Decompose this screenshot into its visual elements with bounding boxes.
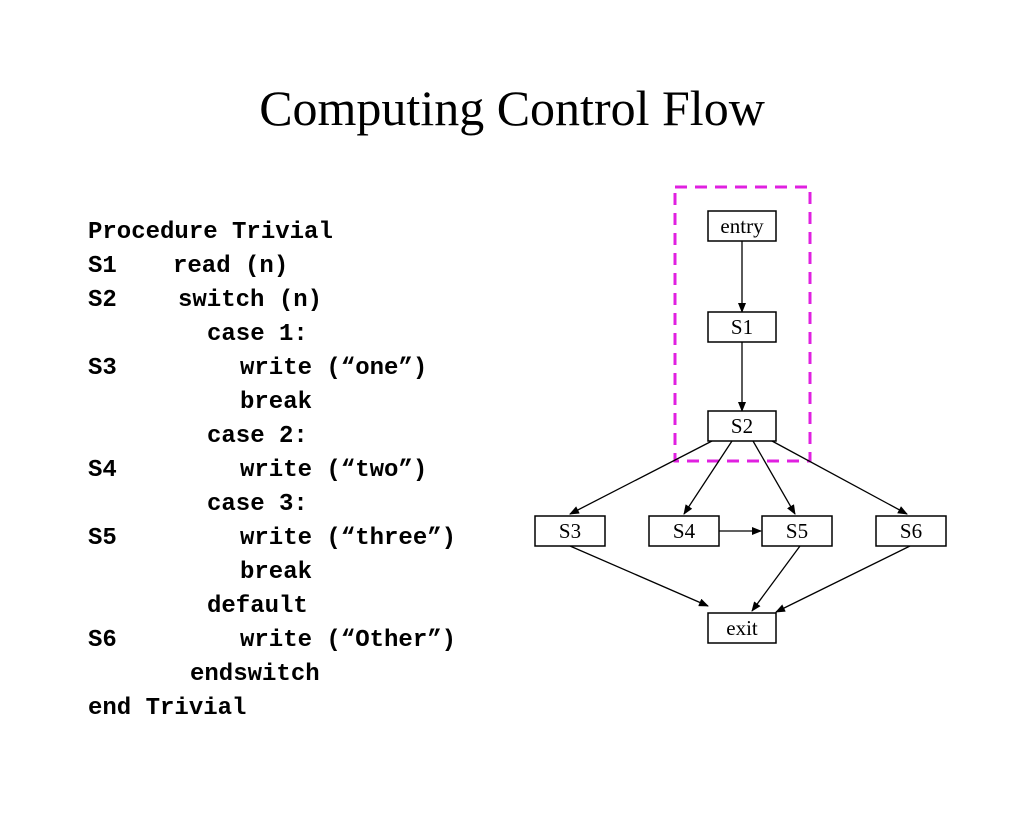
node-box [707, 410, 777, 442]
node-label: S5 [786, 519, 808, 543]
code-line: S5 write (“three”) [88, 522, 456, 556]
code-line-text: case 3: [207, 491, 308, 518]
code-line-text: end Trivial [88, 695, 247, 722]
node-label: S6 [900, 519, 922, 543]
node-box [875, 515, 947, 547]
code-line: case 3: [88, 488, 308, 522]
node-box [707, 311, 777, 343]
node-s5: S5 [761, 515, 833, 547]
node-label: exit [726, 616, 758, 640]
node-box [761, 515, 833, 547]
node-box [534, 515, 606, 547]
node-exit: exit [707, 612, 777, 644]
node-label: entry [720, 214, 764, 238]
node-label: S4 [673, 519, 696, 543]
node-s3: S3 [534, 515, 606, 547]
code-line-text: read (n) [173, 253, 289, 280]
code-line: default [88, 590, 308, 624]
code-line: Procedure Trivial [88, 216, 333, 250]
code-line: S3 write (“one”) [88, 352, 427, 386]
code-line: end Trivial [88, 692, 246, 726]
node-box [707, 612, 777, 644]
code-line-label: S6 [88, 627, 117, 654]
code-line-text: break [240, 389, 313, 416]
node-label: S2 [731, 414, 753, 438]
node-box [707, 210, 777, 242]
edge-s5-to-exit [751, 545, 801, 612]
code-line-text: switch (n) [178, 287, 323, 314]
code-line-label: S2 [88, 287, 117, 314]
code-line-text: write (“one”) [240, 355, 428, 382]
node-s6: S6 [875, 515, 947, 547]
code-line-text: Procedure Trivial [88, 219, 333, 246]
edge-s2-to-s3 [569, 440, 713, 515]
edge-s6-to-exit [775, 545, 911, 613]
code-line-label: S3 [88, 355, 117, 382]
code-line: case 2: [88, 420, 308, 454]
code-line: break [88, 386, 312, 420]
node-label: S3 [559, 519, 581, 543]
code-line-label: S1 [88, 253, 117, 280]
slide-title: Computing Control Flow [259, 80, 765, 136]
code-line: case 1: [88, 318, 308, 352]
node-s2: S2 [707, 410, 777, 442]
node-box [648, 515, 720, 547]
code-line-text: write (“three”) [240, 525, 457, 552]
node-s4: S4 [648, 515, 720, 547]
code-line-text: write (“Other”) [240, 627, 457, 654]
node-entry: entry [707, 210, 777, 242]
code-line: S4 write (“two”) [88, 454, 427, 488]
code-line-text: write (“two”) [240, 457, 428, 484]
edge-s2-to-s6 [771, 440, 908, 515]
node-s1: S1 [707, 311, 777, 343]
code-line-text: default [207, 593, 308, 620]
code-line: S2 switch (n) [88, 284, 322, 318]
code-line-label: S5 [88, 525, 117, 552]
code-line: S6 write (“Other”) [88, 624, 456, 658]
code-line-text: case 2: [207, 423, 308, 450]
node-label: S1 [731, 315, 753, 339]
highlight-region [673, 185, 812, 463]
edge-s2-to-s5 [752, 440, 796, 515]
code-line: endswitch [88, 658, 320, 692]
code-line-text: break [240, 559, 313, 586]
edge-s2-to-s4 [683, 440, 733, 515]
code-line-text: endswitch [190, 661, 320, 688]
code-line-label: S4 [88, 457, 117, 484]
code-line-text: case 1: [207, 321, 308, 348]
code-line: break [88, 556, 312, 590]
code-line: S1 read (n) [88, 250, 288, 284]
edge-s3-to-exit [569, 545, 709, 607]
